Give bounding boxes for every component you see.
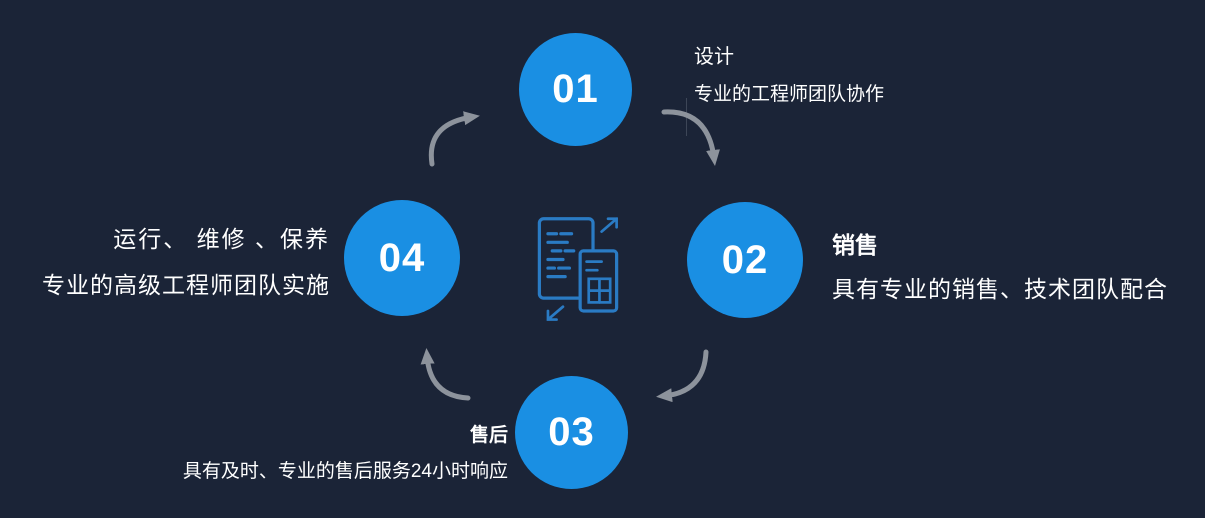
step-circle-02: 02 bbox=[687, 202, 803, 318]
arrow-step3-to-step4-icon bbox=[420, 348, 471, 401]
arrow-step2-to-step3-icon bbox=[656, 349, 709, 403]
step-label-04: 运行、 维修 、保养 专业的高级工程师团队实施 bbox=[42, 220, 330, 300]
step-circle-03: 03 bbox=[515, 376, 628, 489]
step-number-04: 04 bbox=[378, 235, 426, 280]
step-title-03: 售后 bbox=[469, 425, 508, 446]
step-desc-03: 具有及时、专业的售后服务24小时响应 bbox=[182, 461, 508, 482]
step-title-02: 销售 bbox=[832, 232, 878, 258]
arrow-step4-to-step1-icon bbox=[428, 111, 480, 167]
document-code-transfer-icon bbox=[537, 217, 619, 321]
step-desc-04: 专业的高级工程师团队实施 bbox=[42, 272, 330, 298]
step-circle-01: 01 bbox=[519, 33, 632, 146]
step-number-03: 03 bbox=[548, 410, 595, 454]
step-label-02: 销售 具有专业的销售、技术团队配合 bbox=[832, 226, 1168, 304]
step-label-01: 设计 专业的工程师团队协作 bbox=[694, 40, 884, 106]
step-desc-02: 具有专业的销售、技术团队配合 bbox=[832, 276, 1168, 302]
step-label-03: 售后 具有及时、专业的售后服务24小时响应 bbox=[183, 420, 508, 483]
step-title-01: 设计 bbox=[694, 46, 734, 68]
step-desc-01: 专业的工程师团队协作 bbox=[694, 84, 885, 105]
step-number-01: 01 bbox=[552, 67, 599, 111]
arrow-step1-to-step2-icon bbox=[661, 109, 720, 166]
step-title-04: 运行、 维修 、保养 bbox=[113, 226, 330, 252]
step-number-02: 02 bbox=[721, 237, 769, 282]
step-circle-04: 04 bbox=[344, 200, 460, 316]
